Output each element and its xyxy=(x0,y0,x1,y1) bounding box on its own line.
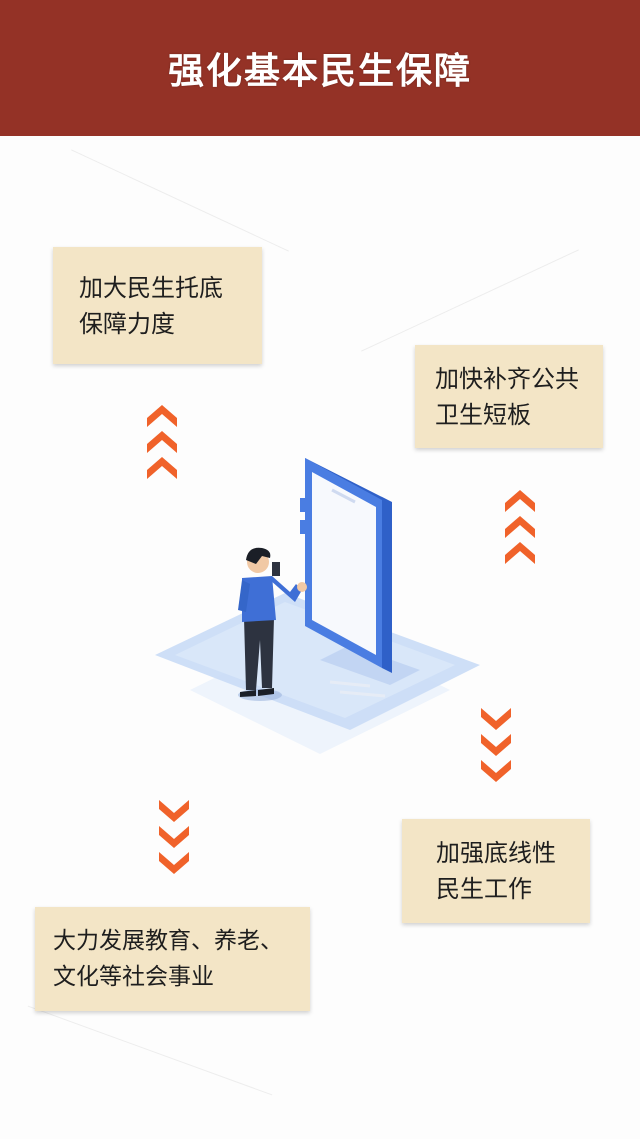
person-phone-illustration xyxy=(155,458,480,754)
header-banner: 强化基本民生保障 xyxy=(0,0,640,136)
card-text-line: 保障力度 xyxy=(79,309,175,338)
card-text-line: 卫生短板 xyxy=(435,400,531,429)
chevrons-up-icon xyxy=(505,490,535,564)
card-text-line: 民生工作 xyxy=(436,875,532,903)
card-text-line: 加强底线性 xyxy=(436,839,556,867)
card-social-undertakings: 大力发展教育、养老、 文化等社会事业 xyxy=(35,907,310,1011)
card-public-health: 加快补齐公共 卫生短板 xyxy=(415,345,603,448)
chevrons-down-icon xyxy=(159,800,189,874)
card-baseline-livelihood: 加强底线性 民生工作 xyxy=(402,819,590,923)
card-text-line: 加大民生托底 xyxy=(79,273,223,302)
background-line xyxy=(27,1005,273,1096)
background-line xyxy=(71,149,289,252)
chevrons-down-icon xyxy=(481,708,511,782)
card-text-line: 加快补齐公共 xyxy=(435,364,579,393)
card-text-line: 大力发展教育、养老、 xyxy=(53,928,283,954)
card-text-line: 文化等社会事业 xyxy=(53,964,214,990)
card-welfare-support: 加大民生托底 保障力度 xyxy=(53,247,262,364)
chevrons-up-icon xyxy=(147,405,177,479)
background-line xyxy=(361,249,579,352)
page-title: 强化基本民生保障 xyxy=(167,51,472,92)
